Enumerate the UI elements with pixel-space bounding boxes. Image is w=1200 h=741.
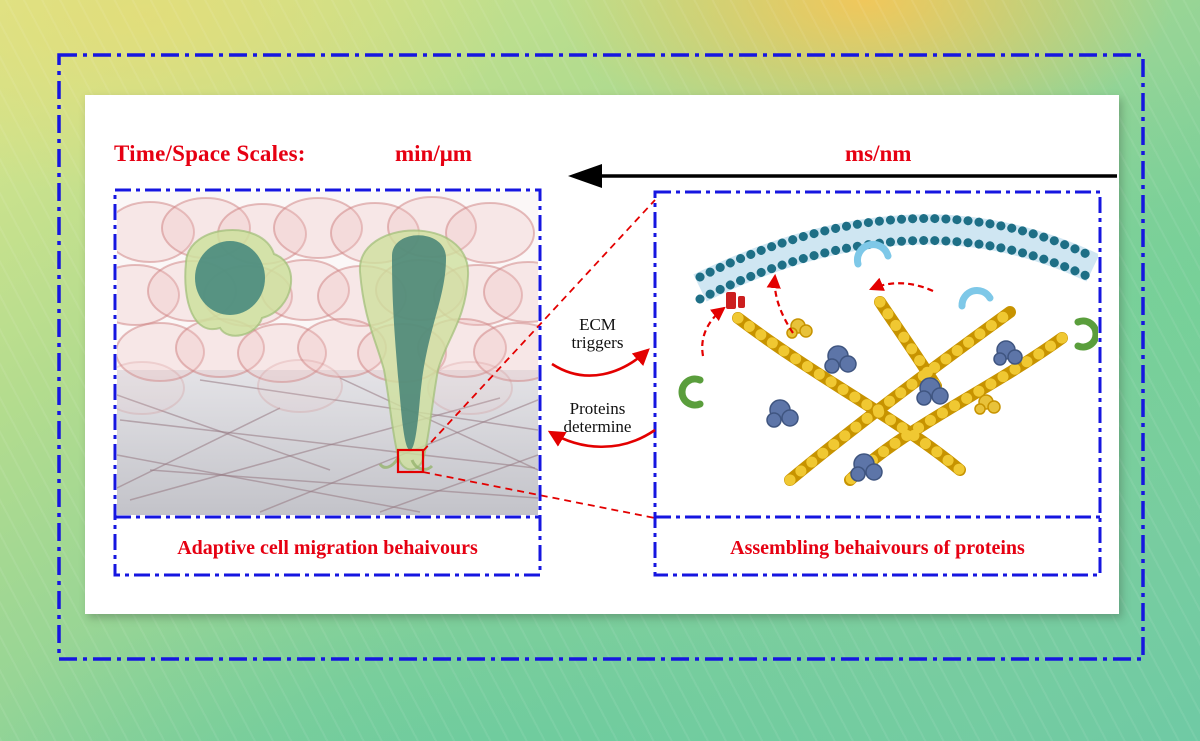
cell-round	[184, 229, 292, 337]
right-panel-frame	[653, 190, 1102, 577]
left-panel-frame	[113, 188, 542, 577]
crescent-proteins	[854, 241, 994, 310]
lipid-membrane	[693, 214, 1098, 304]
cell-elongated	[358, 229, 470, 471]
actin-monomers	[786, 318, 1001, 415]
scale-right-label: ms/nm	[845, 141, 912, 166]
cell-elongated-nucleus	[392, 235, 446, 450]
zoom-region-square	[396, 448, 425, 474]
protein-assembly-illustration	[678, 214, 1098, 486]
zoom-connector-lines	[422, 199, 656, 519]
integrin-connector	[726, 292, 745, 309]
right-panel-caption: Assembling behaivours of proteins	[730, 537, 1025, 559]
ecm-triggers-arrow	[551, 348, 650, 377]
left-panel-caption: Adaptive cell migration behaivours	[177, 537, 478, 559]
cell-migration-illustration	[117, 192, 538, 515]
ecm-triggers-line2: triggers	[571, 332, 624, 352]
proteins-determine-line1: Proteins	[569, 399, 626, 418]
proteins-determine-line2: determine	[563, 416, 632, 436]
ecm-triggers-label: ECM triggers	[540, 316, 655, 352]
proteins-determine-arrow	[547, 428, 656, 448]
reaction-arrows	[701, 273, 934, 357]
ecm-substrate	[117, 370, 538, 515]
outer-frame	[57, 53, 1145, 661]
regulatory-proteins	[766, 340, 1023, 482]
scale-left-label: min/μm	[395, 141, 472, 166]
timeline-arrow	[568, 164, 1117, 188]
tissue-cells	[117, 196, 538, 415]
capping-proteins	[678, 317, 1098, 409]
ecm-triggers-line1: ECM	[579, 315, 616, 334]
actin-filaments	[732, 296, 1068, 486]
timeline-title: Time/Space Scales:	[114, 141, 306, 166]
ecm-fibers	[117, 377, 538, 513]
cell-protrusions	[378, 457, 434, 471]
proteins-determine-label: Proteins determine	[540, 400, 655, 436]
cell-round-nucleus	[195, 241, 265, 315]
